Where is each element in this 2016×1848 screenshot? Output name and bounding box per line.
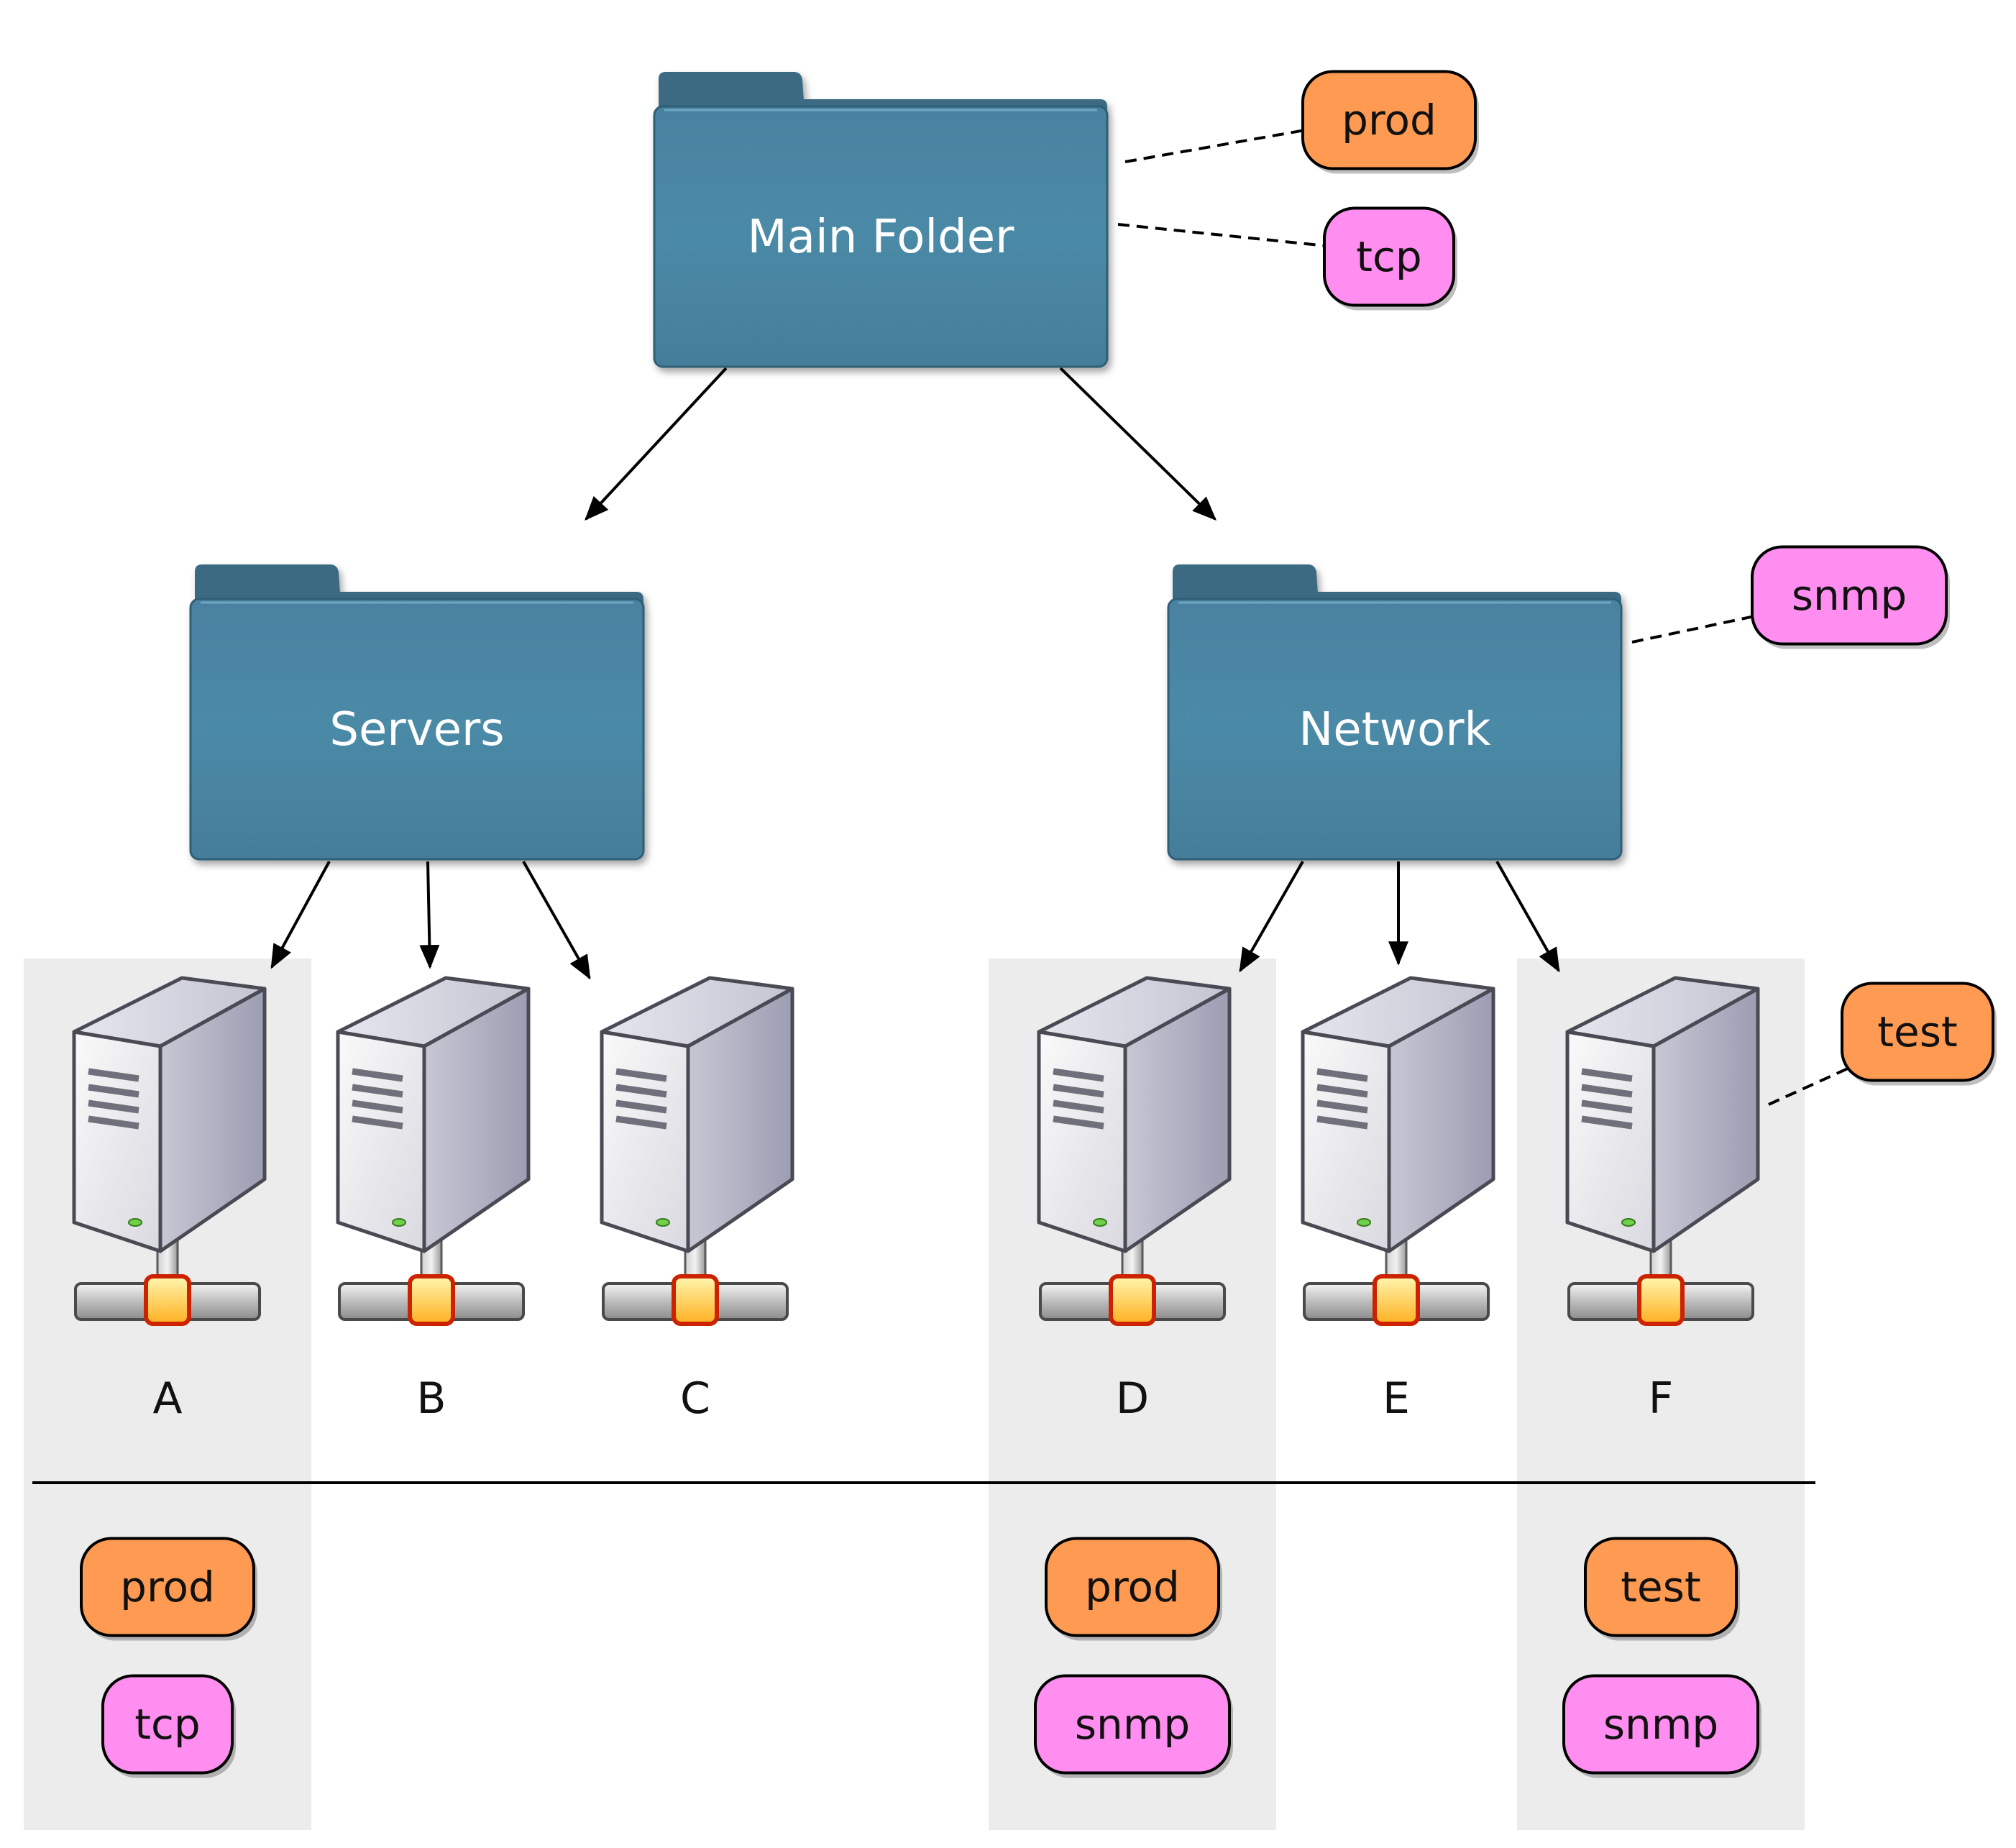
folder-icon bbox=[189, 564, 645, 861]
tag-connector-network-snmp bbox=[1631, 615, 1755, 644]
folder-icon bbox=[653, 72, 1109, 368]
arrow-main-to-servers bbox=[585, 367, 728, 521]
effective-tag-D-snmp[interactable]: snmp bbox=[1034, 1674, 1233, 1778]
server-icon bbox=[72, 976, 267, 1326]
host-label-F: F bbox=[1649, 1373, 1674, 1424]
host-D[interactable]: D bbox=[1037, 976, 1232, 1424]
folder-label-main: Main Folder bbox=[748, 211, 1015, 264]
effective-tag-A-tcp[interactable]: tcp bbox=[101, 1674, 236, 1778]
arrow-main-to-network bbox=[1059, 367, 1217, 521]
tag-label: test bbox=[1621, 1563, 1700, 1611]
arrow-servers-to-C bbox=[522, 861, 591, 980]
arrow-network-to-F bbox=[1495, 861, 1560, 973]
tag-label: tcp bbox=[134, 1700, 200, 1749]
tag-connector-main-prod bbox=[1124, 129, 1306, 163]
tag-label: tcp bbox=[1356, 232, 1421, 281]
tag-label: prod bbox=[120, 1563, 215, 1611]
host-E[interactable]: E bbox=[1301, 976, 1495, 1424]
folder-label-network: Network bbox=[1298, 703, 1490, 756]
effective-tag-F-test[interactable]: test bbox=[1584, 1537, 1740, 1641]
host-C[interactable]: C bbox=[600, 976, 794, 1424]
assigned-tag-main-prod[interactable]: prod bbox=[1301, 70, 1479, 174]
assigned-tag-main-tcp[interactable]: tcp bbox=[1323, 206, 1457, 311]
arrow-servers-to-A bbox=[270, 861, 331, 969]
arrow-servers-to-B bbox=[419, 861, 440, 969]
arrow-network-to-D bbox=[1239, 861, 1304, 973]
host-B[interactable]: B bbox=[336, 976, 531, 1424]
folder-label-servers: Servers bbox=[329, 703, 504, 756]
server-icon bbox=[1037, 976, 1232, 1326]
host-label-D: D bbox=[1116, 1373, 1149, 1424]
server-icon bbox=[336, 976, 531, 1326]
host-F[interactable]: F bbox=[1565, 976, 1760, 1424]
tag-label: prod bbox=[1085, 1563, 1180, 1611]
host-A[interactable]: A bbox=[72, 976, 267, 1424]
tag-label: snmp bbox=[1792, 571, 1907, 620]
folder-network[interactable]: Network bbox=[1167, 564, 1623, 861]
tag-label: snmp bbox=[1603, 1700, 1718, 1749]
tag-label: prod bbox=[1342, 96, 1437, 145]
folder-servers[interactable]: Servers bbox=[189, 564, 645, 861]
server-icon bbox=[600, 976, 794, 1326]
effective-tag-D-prod[interactable]: prod bbox=[1045, 1537, 1222, 1641]
effective-tag-F-snmp[interactable]: snmp bbox=[1562, 1674, 1761, 1778]
server-icon bbox=[1565, 976, 1760, 1326]
tag-label: test bbox=[1877, 1007, 1957, 1056]
assigned-tag-F-test[interactable]: test bbox=[1841, 982, 1997, 1086]
host-label-A: A bbox=[152, 1373, 182, 1424]
folder-main[interactable]: Main Folder bbox=[653, 72, 1109, 368]
host-label-B: B bbox=[416, 1373, 446, 1424]
tag-label: snmp bbox=[1075, 1700, 1190, 1749]
host-label-C: C bbox=[680, 1373, 710, 1424]
tag-connector-F-test bbox=[1768, 1067, 1848, 1106]
folder-icon bbox=[1167, 564, 1623, 861]
server-icon bbox=[1301, 976, 1495, 1326]
tag-connector-main-tcp bbox=[1117, 223, 1327, 247]
host-label-E: E bbox=[1383, 1373, 1410, 1424]
assigned-tag-network-snmp[interactable]: snmp bbox=[1751, 545, 1950, 649]
effective-tag-A-prod[interactable]: prod bbox=[80, 1537, 257, 1641]
